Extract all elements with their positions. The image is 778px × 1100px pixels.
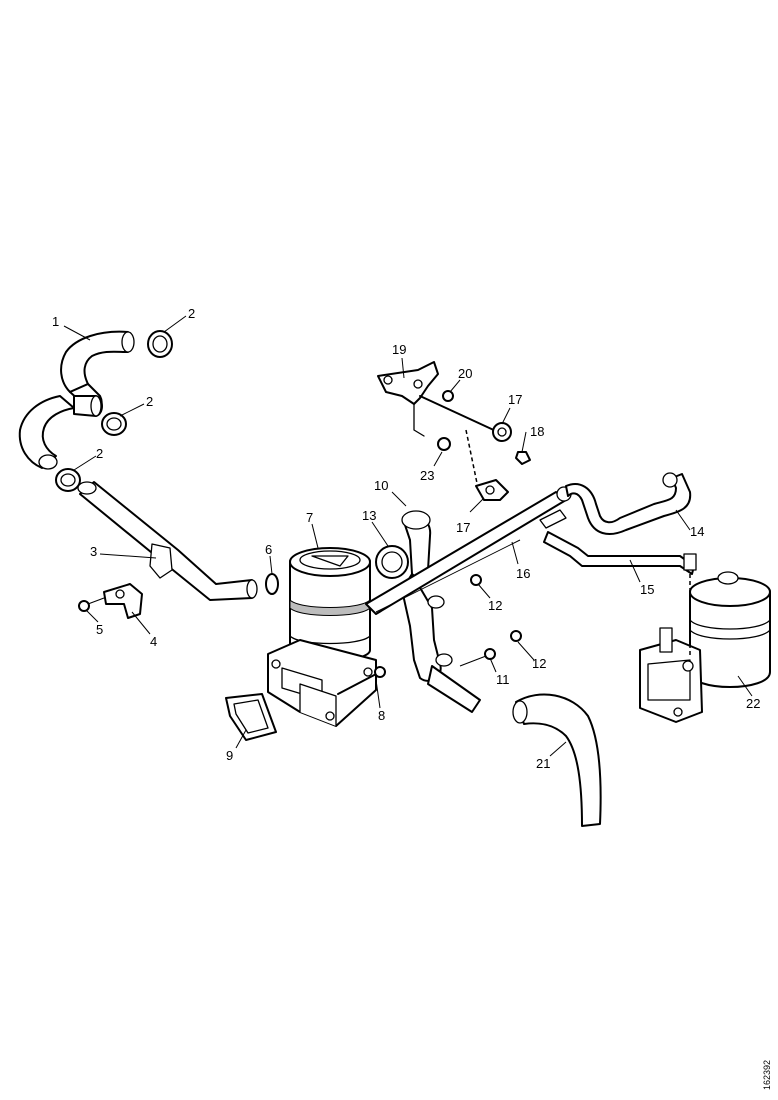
- callout-19: 19: [392, 342, 406, 357]
- callout-17-top: 17: [508, 392, 522, 407]
- callout-2-low: 2: [96, 446, 103, 461]
- dashed-mount-line-center: [465, 429, 479, 489]
- callout-labels: 1 2 2 2 3 4 5 6 7 8 9 10 11 12 12 13 14 …: [52, 306, 760, 771]
- reference-code: 162392: [762, 1060, 772, 1090]
- pipe-part-15: [543, 531, 697, 575]
- oring-part-6: [265, 573, 279, 595]
- callout-1: 1: [52, 314, 59, 329]
- pipe-part-3: [77, 481, 258, 601]
- callout-2-mid: 2: [146, 394, 153, 409]
- callout-22: 22: [746, 696, 760, 711]
- callout-20: 20: [458, 366, 472, 381]
- clamp-part-2-low: [55, 468, 81, 492]
- reservoir-part-22: [639, 571, 771, 723]
- callout-16: 16: [516, 566, 530, 581]
- bracket-part-4: [103, 583, 143, 619]
- ring-part-13: [375, 545, 409, 579]
- callout-17-low: 17: [456, 520, 470, 535]
- clamp-part-2-mid: [101, 412, 127, 436]
- hose-part-14: [565, 472, 692, 535]
- callout-23: 23: [420, 468, 434, 483]
- callout-2-top: 2: [188, 306, 195, 321]
- nut-part-18: [515, 451, 531, 465]
- hose-part-21: [512, 693, 602, 827]
- callout-11: 11: [496, 672, 510, 687]
- callout-12-mid: 12: [488, 598, 502, 613]
- callout-13: 13: [362, 508, 376, 523]
- bolt-part-5: [78, 597, 105, 612]
- nut-part-12-mid: [470, 574, 482, 586]
- bracket-part-19: [377, 361, 439, 437]
- leader-lines: [63, 315, 753, 757]
- nut-part-12-low: [510, 630, 522, 642]
- clip-part-17-low: [475, 479, 509, 501]
- hose-lower-connection: [401, 573, 481, 713]
- bolt-part-23: [437, 437, 451, 451]
- callout-18: 18: [530, 424, 544, 439]
- callout-9: 9: [226, 748, 233, 763]
- hose-part-1: [60, 330, 135, 393]
- clip-part-17-top: [492, 422, 512, 442]
- clamp-part-2-top: [147, 330, 173, 358]
- callout-5: 5: [96, 622, 103, 637]
- pipe-part-16: [365, 486, 572, 615]
- rod-part-20: [419, 390, 499, 433]
- callout-21: 21: [536, 756, 550, 771]
- callout-3: 3: [90, 544, 97, 559]
- callout-8: 8: [378, 708, 385, 723]
- callout-14: 14: [690, 524, 704, 539]
- gasket-part-9: [225, 693, 277, 741]
- callout-10: 10: [374, 478, 388, 493]
- callout-12-low: 12: [532, 656, 546, 671]
- callout-6: 6: [265, 542, 272, 557]
- callout-15: 15: [640, 582, 654, 597]
- tee-hose-left: [18, 383, 103, 470]
- filter-housing-part-7: [267, 547, 377, 727]
- bolt-part-11: [459, 648, 496, 667]
- bolt-part-8: [337, 666, 386, 695]
- callout-7: 7: [306, 510, 313, 525]
- callout-4: 4: [150, 634, 157, 649]
